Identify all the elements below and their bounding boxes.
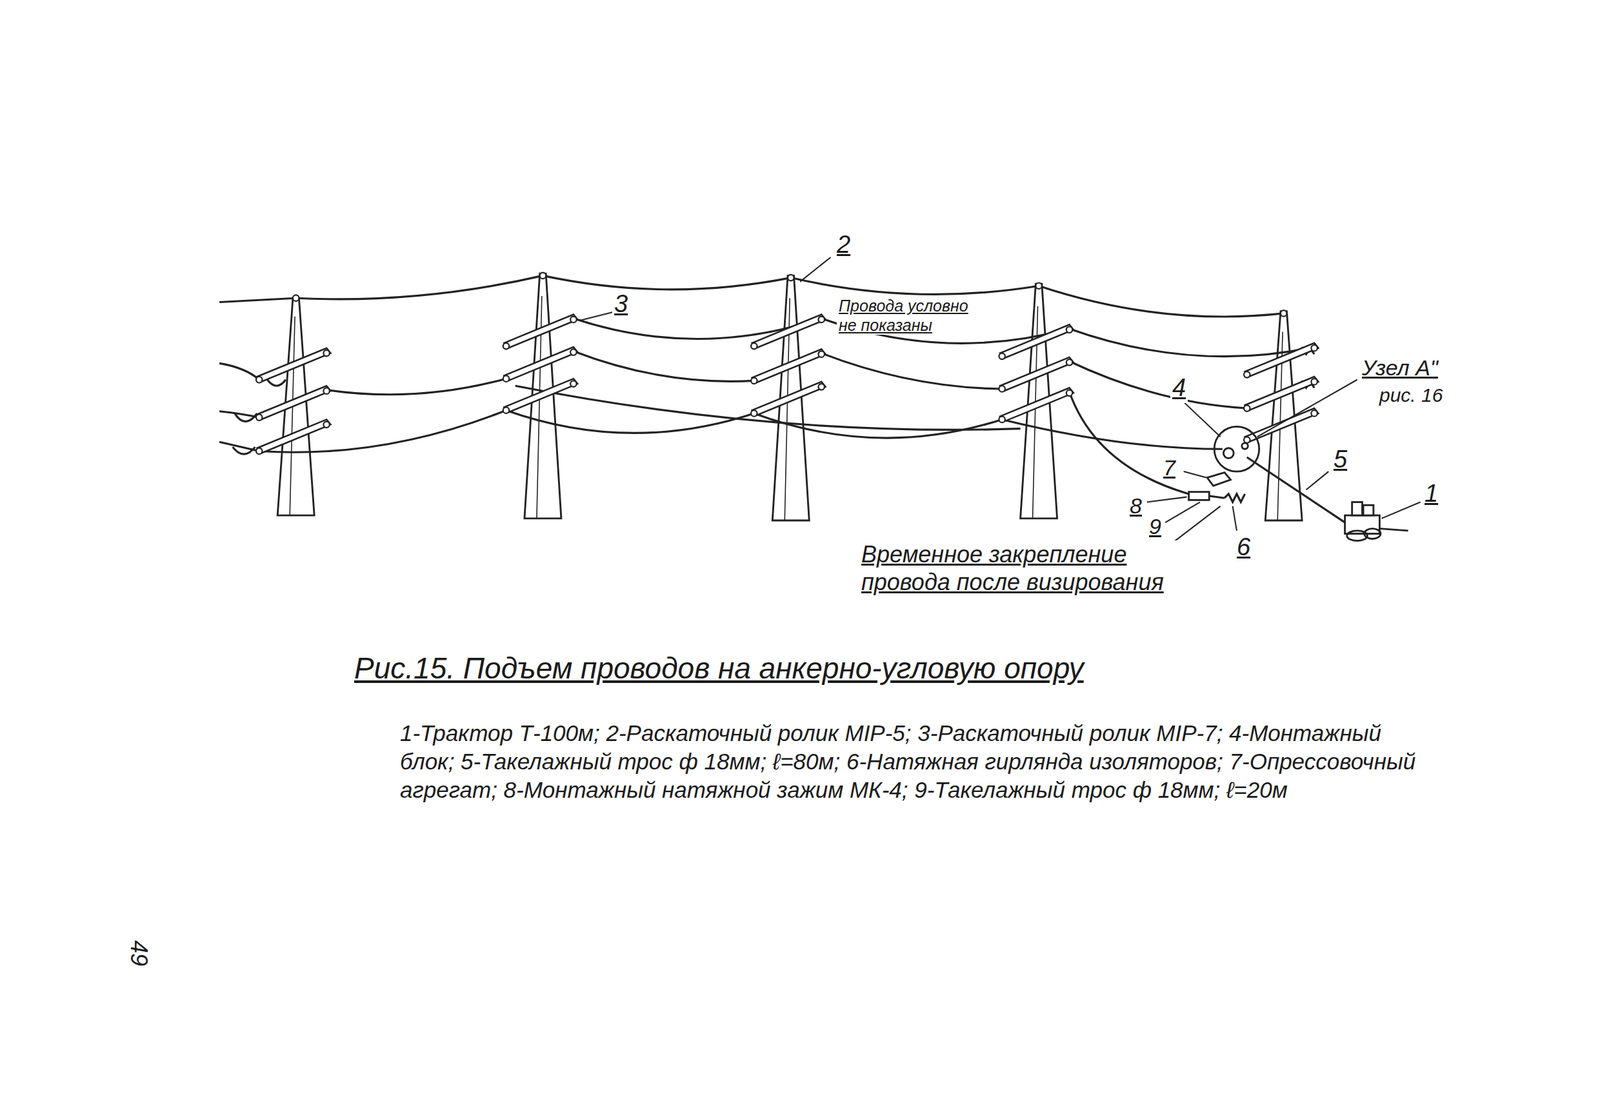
callout-number: 2	[834, 230, 853, 260]
note-text: Временное закрепление провода после визи…	[859, 540, 1186, 597]
parts-key: 1-Трактор Т-100м; 2-Раскаточный ролик МI…	[398, 719, 1435, 804]
figure-caption: Рис.15. Подъем проводов на анкерно-углов…	[352, 650, 1086, 687]
callout-number: 9	[1147, 513, 1164, 540]
callout-number: 6	[1234, 532, 1253, 563]
crossarms	[256, 314, 1319, 455]
leader-lines	[579, 257, 1420, 560]
callout-number: 7	[1161, 454, 1178, 482]
node-reference: Узел А"	[1360, 354, 1440, 382]
wires	[219, 275, 1346, 523]
callout-number: 3	[612, 289, 630, 320]
figure-reference: рис. 16	[1377, 383, 1445, 408]
page-number: 49	[125, 938, 153, 969]
equipment	[1189, 426, 1409, 541]
ground-wire-rollers	[292, 272, 1288, 317]
callout-number: 8	[1127, 492, 1144, 520]
tower-inner-lines	[289, 296, 1283, 521]
callout-number: 5	[1331, 445, 1350, 475]
callout-number: 1	[1422, 479, 1440, 510]
callout-number: 4	[1170, 373, 1188, 404]
note-text: Провода условно не показаны	[836, 296, 991, 335]
